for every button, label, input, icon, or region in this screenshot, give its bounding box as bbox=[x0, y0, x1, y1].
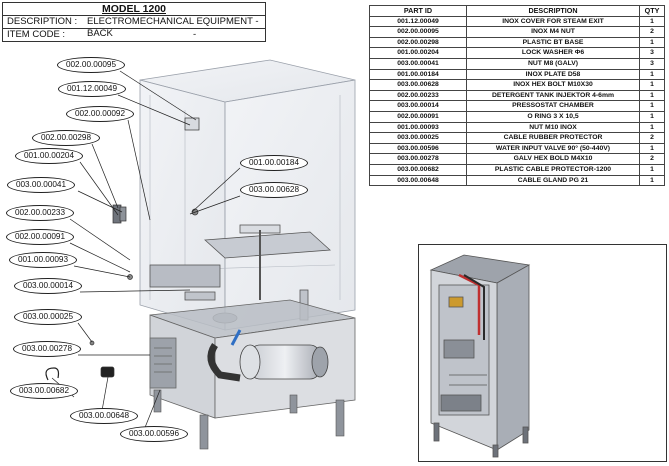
pump-motor bbox=[207, 329, 329, 382]
description-label: DESCRIPTION : bbox=[7, 16, 78, 27]
callout-001-00-00093: 001.00.00093 bbox=[9, 252, 77, 268]
model-title: MODEL 1200 bbox=[3, 3, 265, 16]
assembled-view-inset bbox=[418, 244, 667, 462]
description-value: ELECTROMECHANICAL EQUIPMENT -BACK bbox=[87, 16, 259, 39]
callout-003-00-00014: 003.00.00014 bbox=[14, 278, 82, 294]
callout-003-00-00628: 003.00.00628 bbox=[240, 182, 308, 198]
callout-003-00-00041: 003.00.00041 bbox=[7, 177, 75, 193]
callout-001-12-00049: 001.12.00049 bbox=[58, 81, 126, 97]
legs bbox=[153, 389, 345, 450]
qty-cell: 1 bbox=[639, 15, 665, 28]
item-code-row: ITEM CODE : - bbox=[3, 29, 265, 41]
callout-003-00-00278: 003.00.00278 bbox=[13, 341, 81, 357]
callout-002-00-00298: 002.00.00298 bbox=[32, 130, 100, 146]
assembled-view-drawing bbox=[429, 254, 531, 458]
callout-001-00-00204: 001.00.00204 bbox=[15, 148, 83, 164]
callout-003-00-00682: 003.00.00682 bbox=[10, 383, 78, 399]
title-block: MODEL 1200 DESCRIPTION : ELECTROMECHANIC… bbox=[2, 2, 266, 42]
callout-002-00-00233: 002.00.00233 bbox=[6, 205, 74, 221]
item-code-value: - bbox=[193, 29, 197, 40]
base-frame bbox=[149, 299, 356, 419]
callout-001-00-00184: 001.00.00184 bbox=[240, 155, 308, 171]
callout-003-00-00025: 003.00.00025 bbox=[14, 309, 82, 325]
item-code-label: ITEM CODE : bbox=[7, 29, 66, 40]
qty-cell: 1 bbox=[639, 174, 665, 187]
callout-002-00-00092: 002.00.00092 bbox=[66, 106, 134, 122]
callout-003-00-00648: 003.00.00648 bbox=[70, 408, 138, 424]
leader-lines bbox=[51, 70, 241, 441]
description-row: DESCRIPTION : ELECTROMECHANICAL EQUIPMEN… bbox=[3, 16, 265, 39]
callout-002-00-00091: 002.00.00091 bbox=[6, 229, 74, 245]
callout-003-00-00596: 003.00.00596 bbox=[120, 426, 188, 442]
callout-002-00-00095: 002.00.00095 bbox=[57, 57, 125, 73]
